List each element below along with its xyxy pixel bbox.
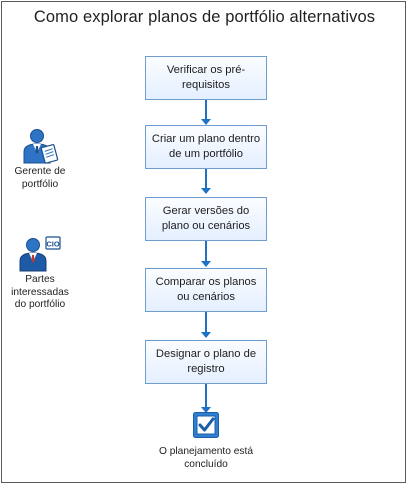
role-portfolio-manager: Gerente de portfólio: [4, 128, 76, 191]
step-compare-plans: Comparar os planos ou cenários: [145, 268, 267, 312]
end-label: O planejamento está concluído: [158, 446, 253, 470]
flow-arrow: [201, 241, 211, 267]
portfolio-manager-icon: [21, 128, 59, 164]
role-label: Partes interessadas do portfólio: [11, 274, 69, 310]
flow-arrow: [201, 312, 211, 338]
role-label: Gerente de portfólio: [14, 166, 66, 190]
step-generate-versions: Gerar versões do plano ou cenários: [145, 197, 267, 241]
step-designate-plan: Designar o plano de registro: [145, 340, 267, 384]
diagram-title: Como explorar planos de portfólio altern…: [33, 8, 376, 26]
flow-arrow: [201, 169, 211, 194]
role-portfolio-stakeholders: CIO Partes interessadas do portfólio: [4, 236, 76, 312]
step-verify-prerequisites: Verificar os pré-requisitos: [145, 56, 267, 100]
cio-stakeholder-icon: CIO: [19, 236, 61, 272]
flow-arrow: [201, 100, 211, 125]
checkbox-checked-icon: [193, 412, 219, 438]
svg-text:CIO: CIO: [46, 240, 60, 249]
step-create-plan: Criar um plano dentro de um portfólio: [145, 125, 267, 169]
flow-arrow: [201, 384, 211, 413]
